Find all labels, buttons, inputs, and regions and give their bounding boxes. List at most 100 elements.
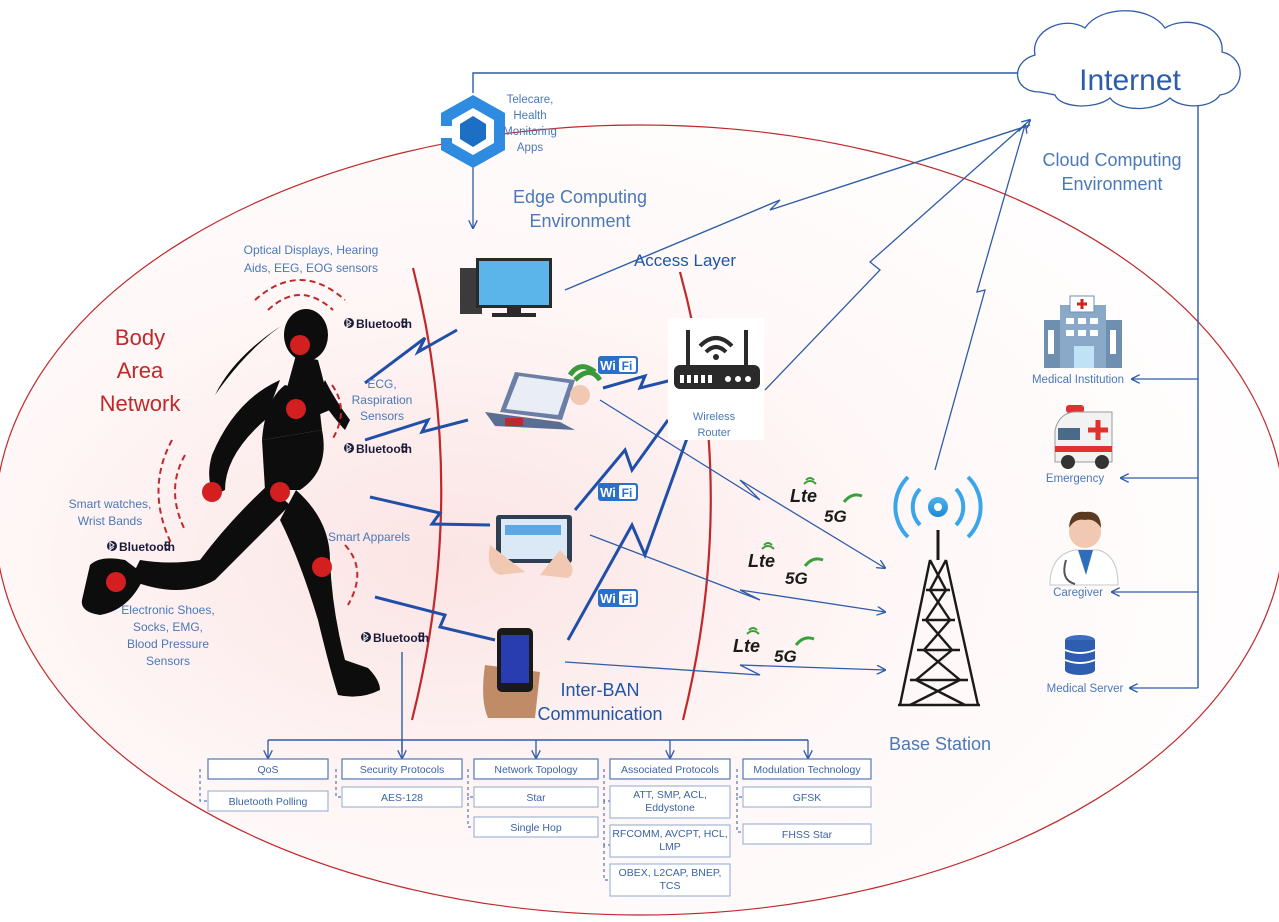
svg-text:LMP: LMP (659, 841, 681, 853)
database-icon (1064, 635, 1096, 675)
base-station-label: Base Station (889, 734, 991, 754)
svg-text:Lte: Lte (748, 551, 775, 571)
cloud-node-label-2: Caregiver (1053, 587, 1103, 599)
inter-ban-1: Inter-BAN (560, 680, 639, 700)
wifi-badge-3: Wi Fi (598, 589, 638, 607)
cloud-subtitle-1: Cloud Computing (1042, 150, 1181, 170)
protocol-group-topology: Network Topology Star Single Hop (473, 758, 599, 838)
protocol-tree (199, 652, 808, 881)
wrist-sensor-2: Wrist Bands (78, 514, 142, 528)
svg-text:Fi: Fi (622, 486, 633, 500)
chest-sensor-1: ECG, (367, 377, 396, 391)
ban-line-3: Network (100, 391, 182, 416)
svg-text:5: 5 (401, 316, 408, 330)
tablet-icon (488, 515, 573, 578)
svg-text:Wi: Wi (600, 358, 616, 373)
internet-loop-line (472, 72, 1020, 93)
apps-line-2: Health (513, 110, 546, 122)
svg-text:FHSS Star: FHSS Star (782, 829, 833, 841)
wrist-sensor-1: Smart watches, (69, 497, 152, 511)
protocol-group-modulation: Modulation Technology GFSK FHSS Star (742, 758, 872, 845)
svg-text:Fi: Fi (622, 592, 633, 606)
svg-text:Fi: Fi (622, 359, 633, 373)
hexagon-app-icon (441, 95, 505, 168)
svg-text:Bluetooth: Bluetooth (373, 631, 429, 645)
head-sensor-1: Optical Displays, Hearing (244, 243, 379, 257)
access-layer-label: Access Layer (634, 251, 736, 270)
ban-line-2: Area (117, 358, 164, 383)
inter-ban-2: Communication (537, 704, 662, 724)
wifi-badge-2: Wi Fi (598, 483, 638, 501)
ban-line-1: Body (115, 325, 165, 350)
bluetooth-links (364, 328, 496, 642)
wireless-router-icon (668, 318, 764, 440)
svg-text:Star: Star (526, 792, 546, 804)
cloud-subtitle-2: Environment (1061, 174, 1162, 194)
doctor-icon (1049, 511, 1119, 586)
router-label-1: Wireless (693, 411, 736, 423)
laptop-to-base (599, 399, 885, 568)
edge-title-2: Environment (529, 211, 630, 231)
basestation-to-cloud (934, 125, 1025, 471)
desktop-computer-icon (460, 258, 552, 317)
svg-text:Network Topology: Network Topology (494, 764, 578, 776)
cloud-node-label-0: Medical Institution (1032, 374, 1124, 386)
svg-text:GFSK: GFSK (793, 792, 822, 804)
svg-text:ATT, SMP, ACL,: ATT, SMP, ACL, (633, 789, 707, 801)
svg-text:5G: 5G (774, 647, 797, 666)
feet-sensor-4: Sensors (146, 654, 190, 668)
svg-text:TCS: TCS (660, 880, 681, 892)
sensor-signal-arcs (157, 279, 359, 606)
lte-5g-badge-1: Lte 5G (790, 477, 863, 526)
protocol-group-qos: QoS Bluetooth Polling (207, 758, 329, 812)
apps-line-1: Telecare, (507, 94, 554, 106)
smartphone-icon (483, 628, 540, 718)
svg-text:Eddystone: Eddystone (645, 802, 695, 814)
svg-text:OBEX, L2CAP, BNEP,: OBEX, L2CAP, BNEP, (619, 867, 722, 879)
svg-text:5G: 5G (785, 569, 808, 588)
svg-text:AES-128: AES-128 (381, 792, 423, 804)
chest-sensor-3: Sensors (360, 409, 404, 423)
laptop-icon (485, 364, 603, 430)
svg-text:Wi: Wi (600, 485, 616, 500)
cloud-title: Internet (1079, 64, 1181, 97)
wifi-links (566, 373, 692, 641)
svg-text:Single Hop: Single Hop (510, 822, 562, 834)
svg-text:Bluetooth: Bluetooth (119, 540, 175, 554)
protocol-group-associated: Associated Protocols ATT, SMP, ACL, Eddy… (609, 758, 731, 897)
svg-text:RFCOMM, AVCPT, HCL,: RFCOMM, AVCPT, HCL, (612, 828, 727, 840)
svg-text:Security Protocols: Security Protocols (360, 764, 445, 776)
svg-text:Wi: Wi (600, 591, 616, 606)
phone-to-base (564, 661, 885, 676)
feet-sensor-1: Electronic Shoes, (121, 603, 214, 617)
desktop-to-cloud (564, 124, 1031, 291)
apparel-sensor: Smart Apparels (328, 530, 410, 544)
cloud-node-label-3: Medical Server (1047, 683, 1124, 695)
feet-sensor-3: Blood Pressure (127, 637, 209, 651)
sensor-points (106, 335, 332, 592)
svg-text:Lte: Lte (733, 636, 760, 656)
lte-5g-badge-2: Lte 5G (748, 542, 824, 588)
access-arc-left (410, 267, 443, 721)
router-label-2: Router (697, 427, 730, 439)
hospital-icon (1044, 295, 1122, 368)
edge-title-1: Edge Computing (513, 187, 647, 207)
svg-text:Bluetooth Polling: Bluetooth Polling (229, 796, 308, 808)
feet-sensor-2: Socks, EMG, (133, 620, 203, 634)
apps-line-4: Apps (517, 142, 543, 154)
svg-text:5: 5 (401, 441, 408, 455)
lte-5g-badge-3: Lte 5G (733, 627, 815, 666)
chest-sensor-2: Raspiration (352, 393, 413, 407)
svg-text:Lte: Lte (790, 486, 817, 506)
cell-tower-icon (893, 475, 983, 707)
wifi-badge-1: Wi Fi (598, 356, 638, 374)
svg-text:Associated Protocols: Associated Protocols (621, 764, 719, 776)
head-sensor-2: Aids, EEG, EOG sensors (244, 261, 378, 275)
router-to-cloud (764, 120, 1030, 391)
